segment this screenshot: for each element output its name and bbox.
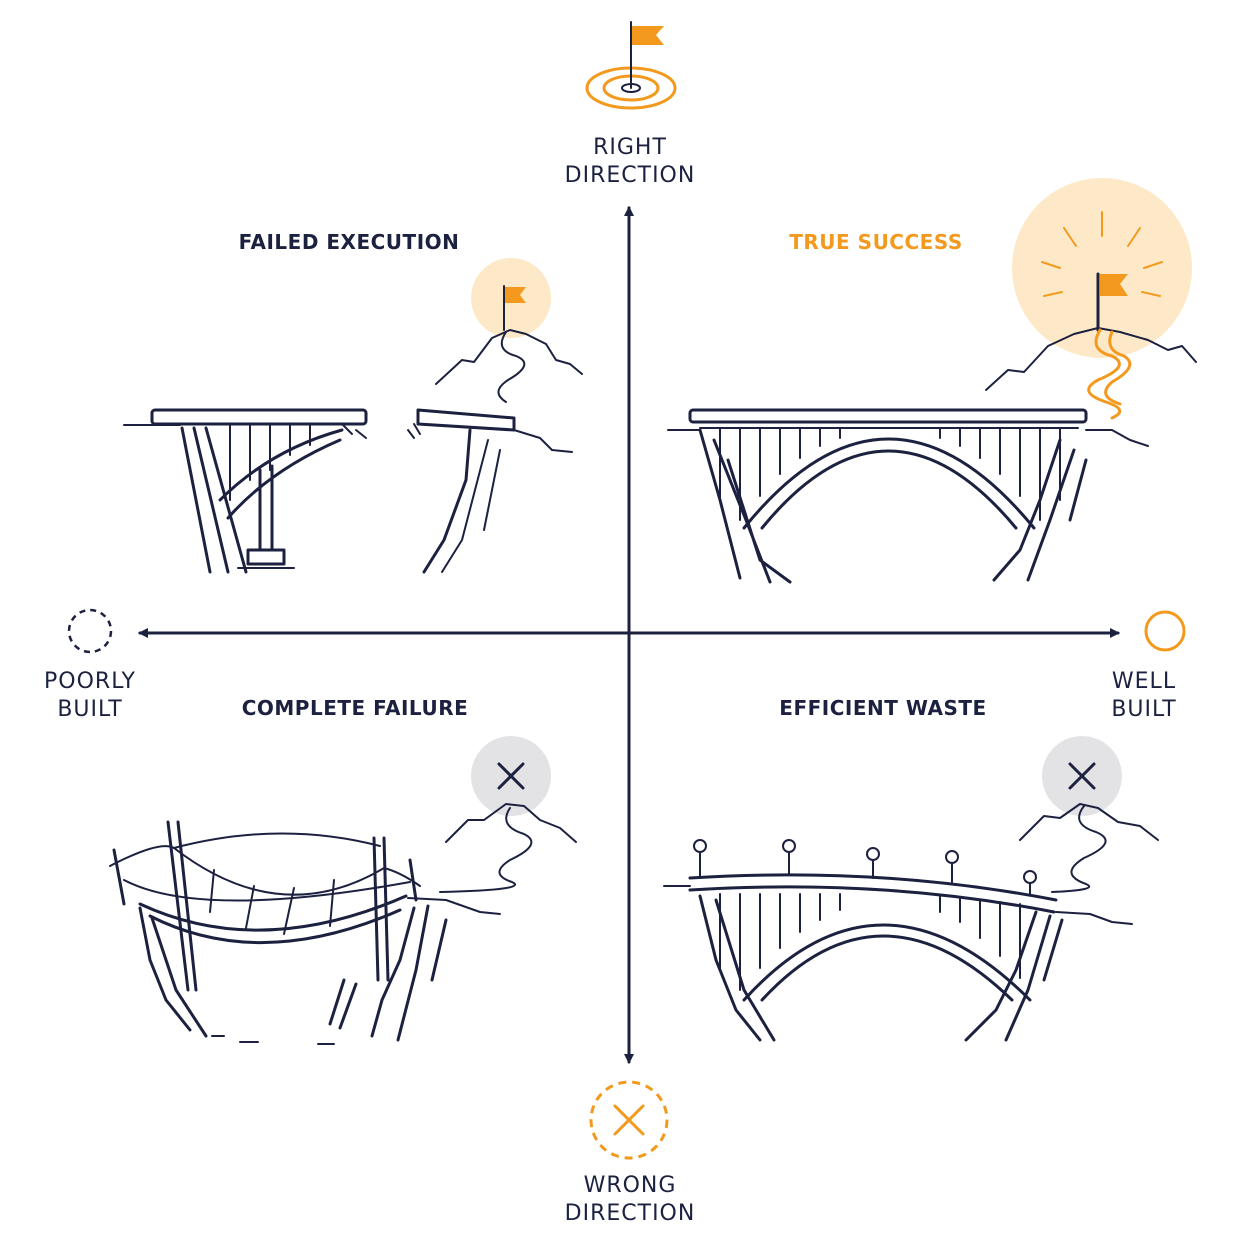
quadrant-title-failed-execution: FAILED EXECUTION	[238, 230, 460, 254]
axis-label-left-line1: POORLY	[44, 669, 136, 694]
lamp-bridge-x-icon	[663, 736, 1159, 1042]
axis-label-top-line2: DIRECTION	[564, 163, 696, 188]
dashed-x-circle-icon	[589, 1080, 669, 1160]
rope-bridge-x-icon	[109, 736, 577, 1045]
axis-label-poorly-built: POORLY BUILT	[0, 668, 200, 724]
axis-label-right-line1: WELL	[1111, 669, 1177, 694]
axis-label-right-line2: BUILT	[1111, 697, 1177, 722]
axis-label-wrong-direction: WRONG DIRECTION	[520, 1172, 740, 1228]
axis-label-right-direction: RIGHT DIRECTION	[520, 134, 740, 190]
axis-label-bottom-line1: WRONG	[583, 1173, 677, 1198]
axis-label-bottom-line2: DIRECTION	[564, 1201, 696, 1226]
axis-label-well-built: WELL BUILT	[1034, 668, 1254, 724]
quadrant-title-true-success: TRUE SUCCESS	[789, 230, 963, 254]
target-flag-icon	[585, 21, 677, 110]
quadrant-title-complete-failure: COMPLETE FAILURE	[241, 696, 469, 720]
dashed-circle-icon	[67, 608, 113, 654]
axis-label-left-line2: BUILT	[57, 697, 123, 722]
arch-bridge-flag-icon	[667, 178, 1197, 584]
broken-bridge-flag-icon	[123, 258, 583, 574]
axis-label-top-line1: RIGHT	[593, 135, 667, 160]
quadrant-title-efficient-waste: EFFICIENT WASTE	[779, 696, 987, 720]
solid-circle-icon	[1144, 610, 1186, 652]
